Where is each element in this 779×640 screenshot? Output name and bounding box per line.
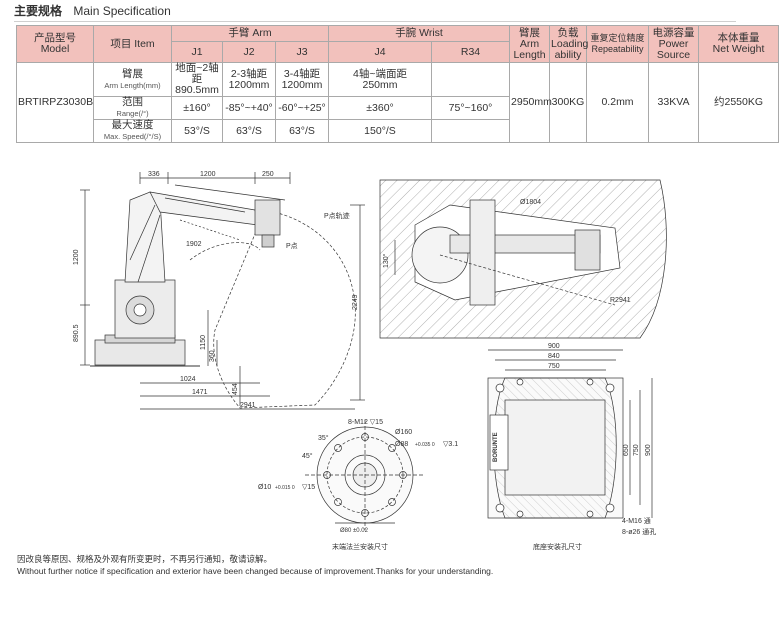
j3-range: -60°~+25° [275, 96, 329, 120]
top-view-labels: Ø1804 130° R2941 [382, 199, 631, 304]
j1-range: ±160° [171, 96, 223, 120]
j1-speed: 53°/S [171, 119, 223, 143]
base-dim-v750: 750 [633, 444, 640, 456]
dim-1200-top: 1200 [200, 171, 216, 178]
header-r34: R34 [430, 41, 511, 63]
j4-range: ±360° [328, 96, 432, 120]
r34-length [430, 62, 511, 97]
base-dim-v900: 900 [645, 444, 652, 456]
flange-d88-depth: ▽3.1 [443, 441, 458, 448]
top-view-drawing [379, 179, 667, 339]
dim-360: 360 [209, 350, 216, 362]
dim-2941: 2941 [240, 402, 256, 409]
base-labels: 900 840 750 650 750 900 BORUNTE 4-M16 通 … [493, 343, 656, 551]
header-wrist: 手腕 Wrist [327, 25, 511, 42]
dim-130-deg: 130° [382, 253, 390, 268]
dim-d1804: Ø1804 [520, 199, 541, 206]
dim-250: 250 [262, 171, 274, 178]
dim-1200-left: 1200 [73, 249, 80, 265]
section-header: 主要规格 Main Specification [14, 2, 171, 19]
label-p-point: P点 [286, 242, 298, 250]
dim-1902: 1902 [186, 241, 202, 248]
j2-speed: 63°/S [222, 119, 276, 143]
label-p-track: P点轨迹 [324, 211, 350, 220]
flange-d10: Ø10 [258, 484, 271, 491]
dim-r2941: R2941 [610, 297, 631, 304]
flange-d88-tol: +0.035 0 [415, 442, 435, 448]
dim-1471: 1471 [192, 389, 208, 396]
dim-454: 454 [232, 383, 239, 395]
flange-d10-tol: +0.015 0 [275, 485, 295, 491]
flange-d88: Ø88 [395, 441, 408, 448]
header-arm: 手臂 Arm [171, 25, 329, 42]
flange-labels: 8-M12 ▽15 Ø160 Ø88 +0.035 0 ▽3.1 Ø10 +0.… [258, 419, 458, 551]
dim-1024: 1024 [180, 376, 196, 383]
technical-drawings: 336 1200 250 1200 890.5 1902 1150 360 45… [73, 171, 667, 551]
header-j2: J2 [222, 41, 276, 63]
model-cell: BRTIRPZ3030B [16, 62, 94, 143]
flange-caption: 末端法兰安装尺寸 [332, 542, 388, 551]
r34-speed [430, 119, 511, 143]
base-d26: 8-ø26 通孔 [622, 527, 656, 536]
header-j1: J1 [171, 41, 223, 63]
dim-1150: 1150 [200, 335, 207, 350]
flange-dim-80: Ø80 ±0.02 [340, 528, 369, 534]
flange-m12: 8-M12 ▽15 [348, 419, 383, 426]
side-view-labels: 336 1200 250 1200 890.5 1902 1150 360 45… [73, 171, 359, 409]
base-dim-v650: 650 [623, 444, 630, 456]
base-brand: BORUNTE [493, 432, 499, 462]
base-dim-840: 840 [548, 353, 560, 360]
r34-range: 75°~160° [430, 96, 511, 120]
flange-angle-45: 45° [302, 452, 313, 460]
weight-value: 约2550KG [698, 62, 779, 143]
header-item: 项目 Item [93, 25, 172, 63]
dim-336: 336 [148, 171, 160, 178]
flange-d160: Ø160 [395, 429, 412, 436]
load-value: 300KG [549, 62, 588, 143]
dim-890-5: 890.5 [73, 324, 80, 342]
j4-speed: 150°/S [328, 119, 432, 143]
flange-angle-35: 35° [318, 434, 329, 442]
dim-2249: 2249 [352, 294, 359, 310]
notice-cn: 因改良等原因、规格及外观有所变更时，不再另行通知，敬请谅解。 [17, 554, 273, 564]
j3-speed: 63°/S [275, 119, 329, 143]
base-dim-900: 900 [548, 343, 560, 350]
flange-d10-depth: ▽15 [302, 484, 315, 491]
base-m16: 4-M16 通 [622, 516, 651, 525]
repeatability-value: 0.2mm [586, 62, 650, 143]
header-j3: J3 [275, 41, 329, 63]
section-title-en: Main Specification [73, 4, 171, 18]
section-title-cn: 主要规格 [14, 4, 63, 18]
base-dim-750: 750 [548, 363, 560, 370]
notice-en: Without further notice if specification … [17, 566, 494, 576]
base-caption: 底座安装孔尺寸 [533, 542, 582, 551]
j2-range: -85°~+40° [222, 96, 276, 120]
header-divider [14, 21, 736, 22]
base-drawing [487, 349, 653, 519]
header-j4: J4 [328, 41, 432, 63]
arm-length-value: 2950mm [509, 62, 552, 143]
power-value: 33KVA [648, 62, 700, 143]
flange-drawing [305, 420, 425, 530]
side-view-drawing [80, 172, 365, 410]
